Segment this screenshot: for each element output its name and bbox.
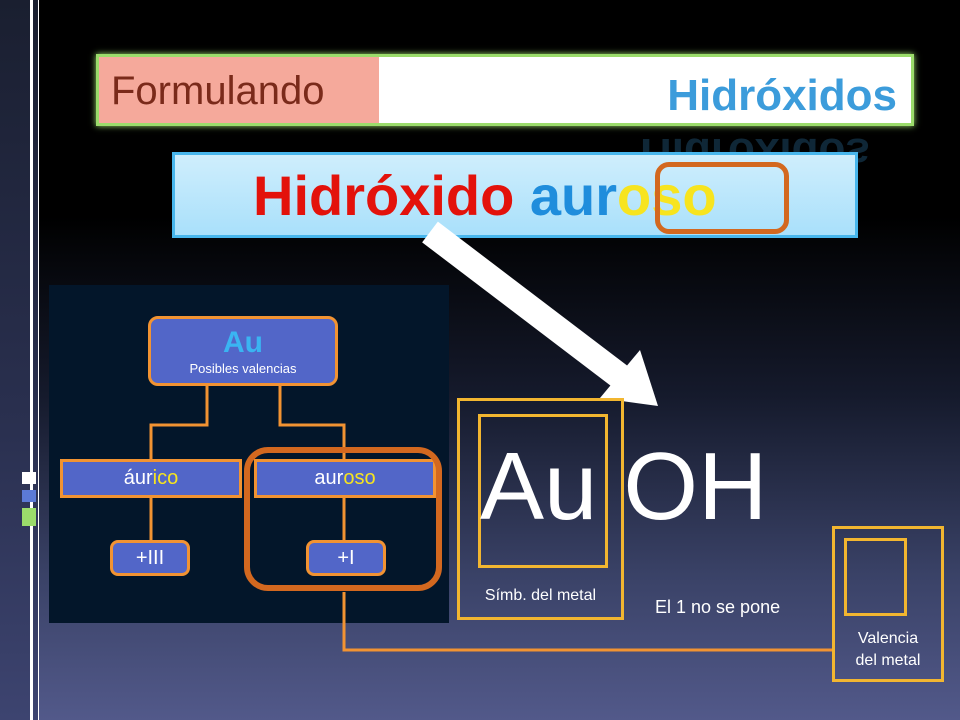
title-part-hidroxido: Hidróxido <box>253 164 530 227</box>
header-bar: Formulando Hidróxidos <box>96 54 914 126</box>
valence-label-line2: del metal <box>855 652 921 669</box>
auroso-highlight-box <box>244 447 442 591</box>
root-symbol: Au <box>223 326 263 359</box>
valence-label: Valencia del metal <box>832 628 944 672</box>
symbol-inner-box <box>478 414 608 568</box>
auroso-stem: aur <box>314 467 344 489</box>
deco-square-green <box>22 508 36 526</box>
header-left-block: Formulando <box>99 57 379 123</box>
root-subtitle: Posibles valencias <box>189 361 297 376</box>
formula-group: OH <box>623 433 768 540</box>
deco-square-blue <box>22 490 36 502</box>
formula-symbol: Au <box>480 433 598 540</box>
symbol-outer-box <box>457 398 624 620</box>
suffix-highlight-box <box>655 162 789 234</box>
valence-inner-box <box>844 538 907 616</box>
node-valence-i: +I <box>306 540 386 576</box>
header-right-text: Hidróxidos <box>667 71 897 120</box>
arrow-icon <box>422 221 658 406</box>
aurico-suffix: ico <box>152 467 179 489</box>
node-auroso: auroso <box>254 459 436 498</box>
valence-label-line1: Valencia <box>857 630 919 647</box>
header-left-text: Formulando <box>111 69 325 113</box>
note-text: El 1 no se pone <box>655 597 781 617</box>
node-valence-iii: +III <box>110 540 190 576</box>
aurico-stem: áur <box>123 467 153 489</box>
left-vertical-line-thin <box>38 0 39 720</box>
node-aurico: áurico <box>60 459 242 498</box>
valence-outer-box <box>832 526 944 682</box>
deco-square-white <box>22 472 36 484</box>
symbol-label: Símb. del metal <box>484 587 597 604</box>
auroso-suffix: oso <box>343 467 376 489</box>
left-vertical-line <box>30 0 33 720</box>
title-part-aur: aur <box>529 164 618 227</box>
diagram-root-node: Au Posibles valencias <box>148 316 338 386</box>
